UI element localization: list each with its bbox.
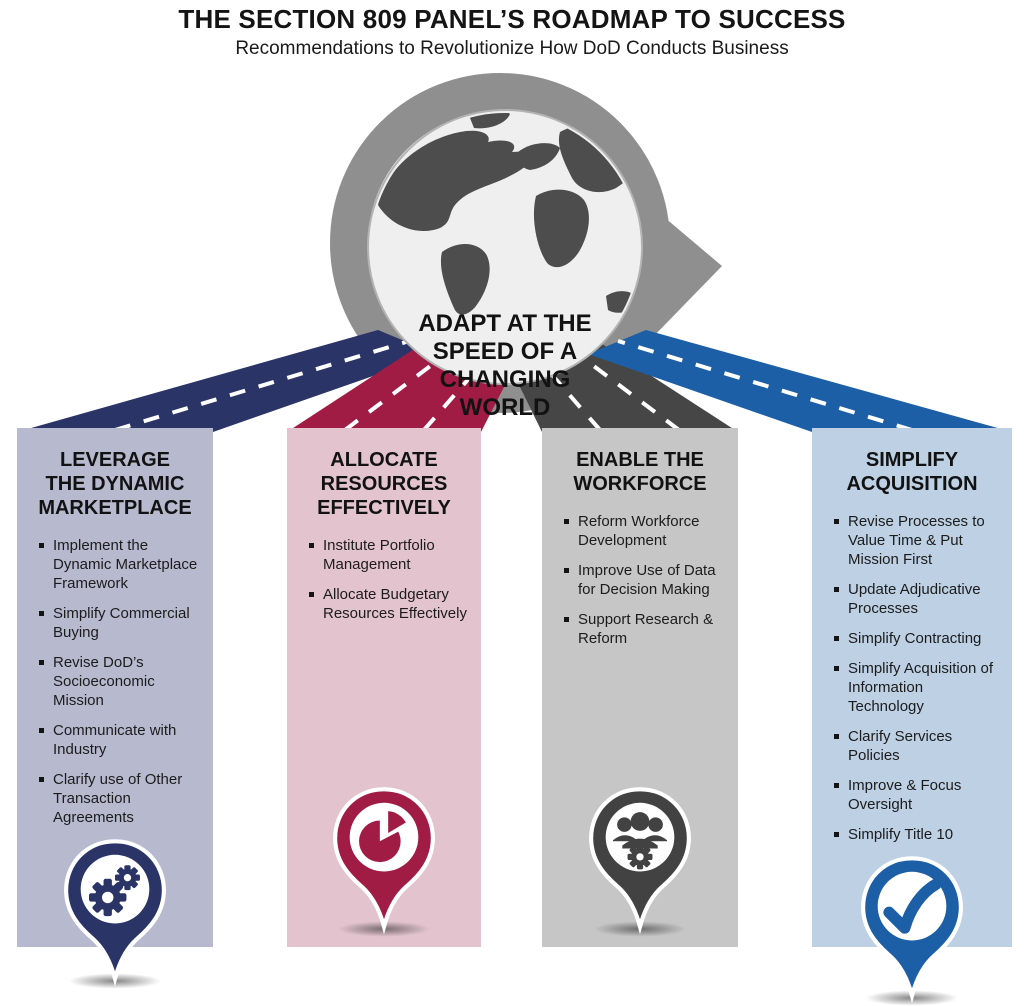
column-title-line: ALLOCATE <box>330 449 438 471</box>
bullet-list: Reform Workforce Development Improve Use… <box>554 512 726 659</box>
globe-headline-line: CHANGING <box>439 366 571 393</box>
bullet-item: Revise Processes to Value Time & Put Mis… <box>833 512 1000 569</box>
page-header: THE SECTION 809 PANEL’S ROADMAP TO SUCCE… <box>0 4 1024 60</box>
bullet-item: Update Adjudicative Processes <box>833 580 1000 618</box>
column-title-line: ACQUISITION <box>846 473 978 495</box>
column-title-line: ENABLE THE <box>576 449 704 471</box>
bullet-item: Simplify Title 10 <box>833 825 1000 844</box>
bullet-item: Improve & Focus Oversight <box>833 776 1000 814</box>
page-subtitle: Recommendations to Revolutionize How DoD… <box>235 38 789 59</box>
column-leverage-marketplace: LEVERAGE THE DYNAMIC MARKETPLACE Impleme… <box>17 428 213 989</box>
column-title-line: THE DYNAMIC <box>45 473 185 495</box>
column-allocate-resources: ALLOCATE RESOURCES EFFECTIVELY Institute… <box>287 428 481 947</box>
bullet-item: Institute Portfolio Management <box>308 536 469 574</box>
workforce-icon <box>612 812 668 870</box>
bullet-list: Revise Processes to Value Time & Put Mis… <box>824 512 1000 855</box>
roadmap-scene: ADAPT AT THE SPEED OF A CHANGING WORLD <box>0 60 1024 432</box>
pin-area <box>299 786 469 937</box>
column-title-line: RESOURCES <box>320 473 448 495</box>
pin-area <box>554 786 726 937</box>
road-simplify <box>588 330 1012 432</box>
bullet-item: Simplify Commercial Buying <box>38 604 201 642</box>
bullet-item: Simplify Contracting <box>833 629 1000 648</box>
globe-headline: ADAPT AT THE SPEED OF A CHANGING WORLD <box>383 310 627 422</box>
location-pin <box>332 786 436 935</box>
location-pin <box>63 838 167 987</box>
column-simplify-acquisition: SIMPLIFY ACQUISITION Revise Processes to… <box>812 428 1012 1006</box>
page-title: THE SECTION 809 PANEL’S ROADMAP TO SUCCE… <box>178 4 846 34</box>
bullet-list: Institute Portfolio Management Allocate … <box>299 536 469 634</box>
bullet-item: Communicate with Industry <box>38 721 201 759</box>
bullet-item: Improve Use of Data for Decision Making <box>563 561 726 599</box>
globe-headline-line: WORLD <box>459 394 551 421</box>
column-title: SIMPLIFY ACQUISITION <box>824 448 1000 496</box>
globe-headline-line: SPEED OF A <box>432 338 578 365</box>
pie-chart-icon <box>359 811 406 863</box>
globe-headline-line: ADAPT AT THE <box>418 310 592 337</box>
bullet-item: Allocate Budgetary Resources Effectively <box>308 585 469 623</box>
column-title-line: SIMPLIFY <box>865 449 959 471</box>
bullet-item: Revise DoD’s Socioeconomic Mission <box>38 653 201 710</box>
column-title: ENABLE THE WORKFORCE <box>554 448 726 496</box>
bullet-item: Support Research & Reform <box>563 610 726 648</box>
gears-icon <box>89 865 140 917</box>
pin-area <box>824 855 1000 1006</box>
bullet-item: Implement the Dynamic Marketplace Framew… <box>38 536 201 593</box>
road-leverage <box>17 330 436 432</box>
pin-area <box>29 838 201 989</box>
roadmap-graphic <box>17 73 1012 432</box>
bullet-item: Clarify Services Policies <box>833 727 1000 765</box>
column-title-line: MARKETPLACE <box>38 497 192 519</box>
column-title: LEVERAGE THE DYNAMIC MARKETPLACE <box>29 448 201 520</box>
bullet-list: Implement the Dynamic Marketplace Framew… <box>29 536 201 838</box>
location-pin <box>860 855 964 1004</box>
column-title-line: LEVERAGE <box>59 449 171 471</box>
checkmark-icon <box>883 878 942 934</box>
column-title: ALLOCATE RESOURCES EFFECTIVELY <box>299 448 469 520</box>
bullet-item: Clarify use of Other Transaction Agreeme… <box>38 770 201 827</box>
column-title-line: WORKFORCE <box>573 473 707 495</box>
column-title-line: EFFECTIVELY <box>317 497 451 519</box>
bullet-item: Reform Workforce Development <box>563 512 726 550</box>
column-enable-workforce: ENABLE THE WORKFORCE Reform Workforce De… <box>542 428 738 947</box>
bullet-item: Simplify Acquisition of Information Tech… <box>833 659 1000 716</box>
location-pin <box>588 786 692 935</box>
